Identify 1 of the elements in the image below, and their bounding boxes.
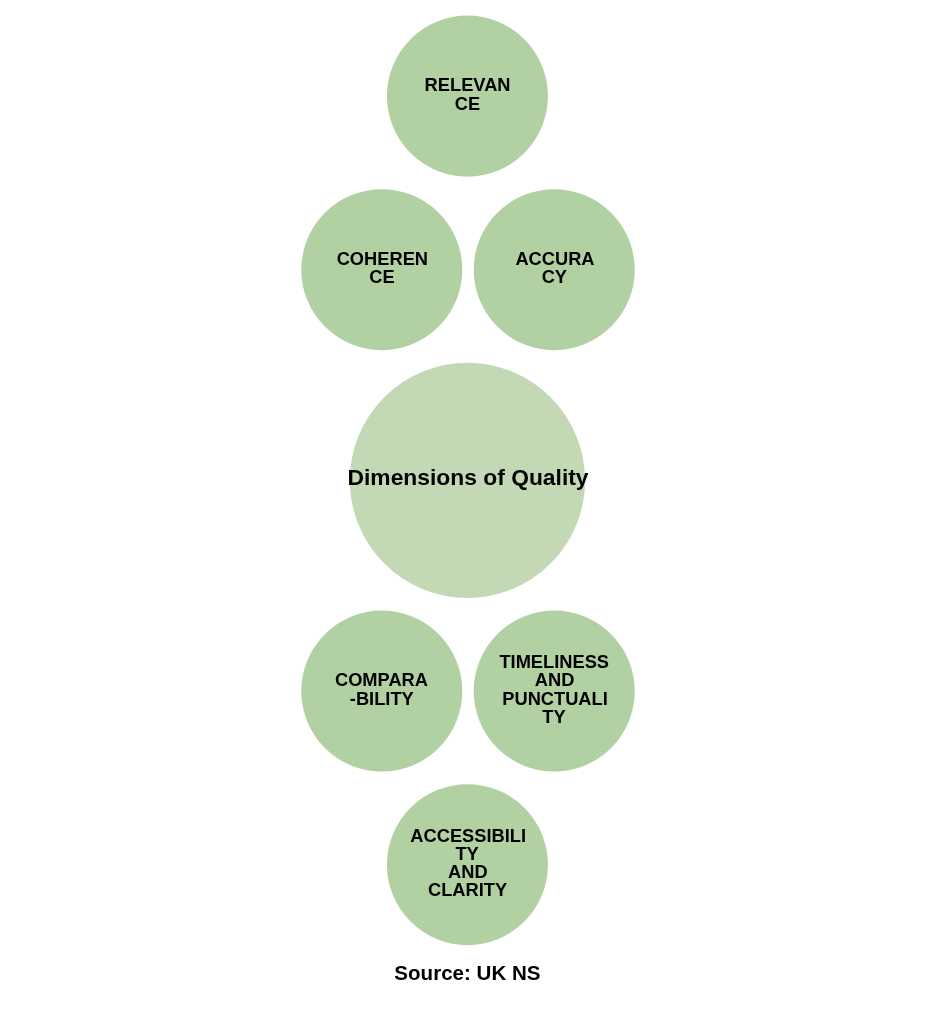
label: Source: UK NS <box>393 961 540 985</box>
